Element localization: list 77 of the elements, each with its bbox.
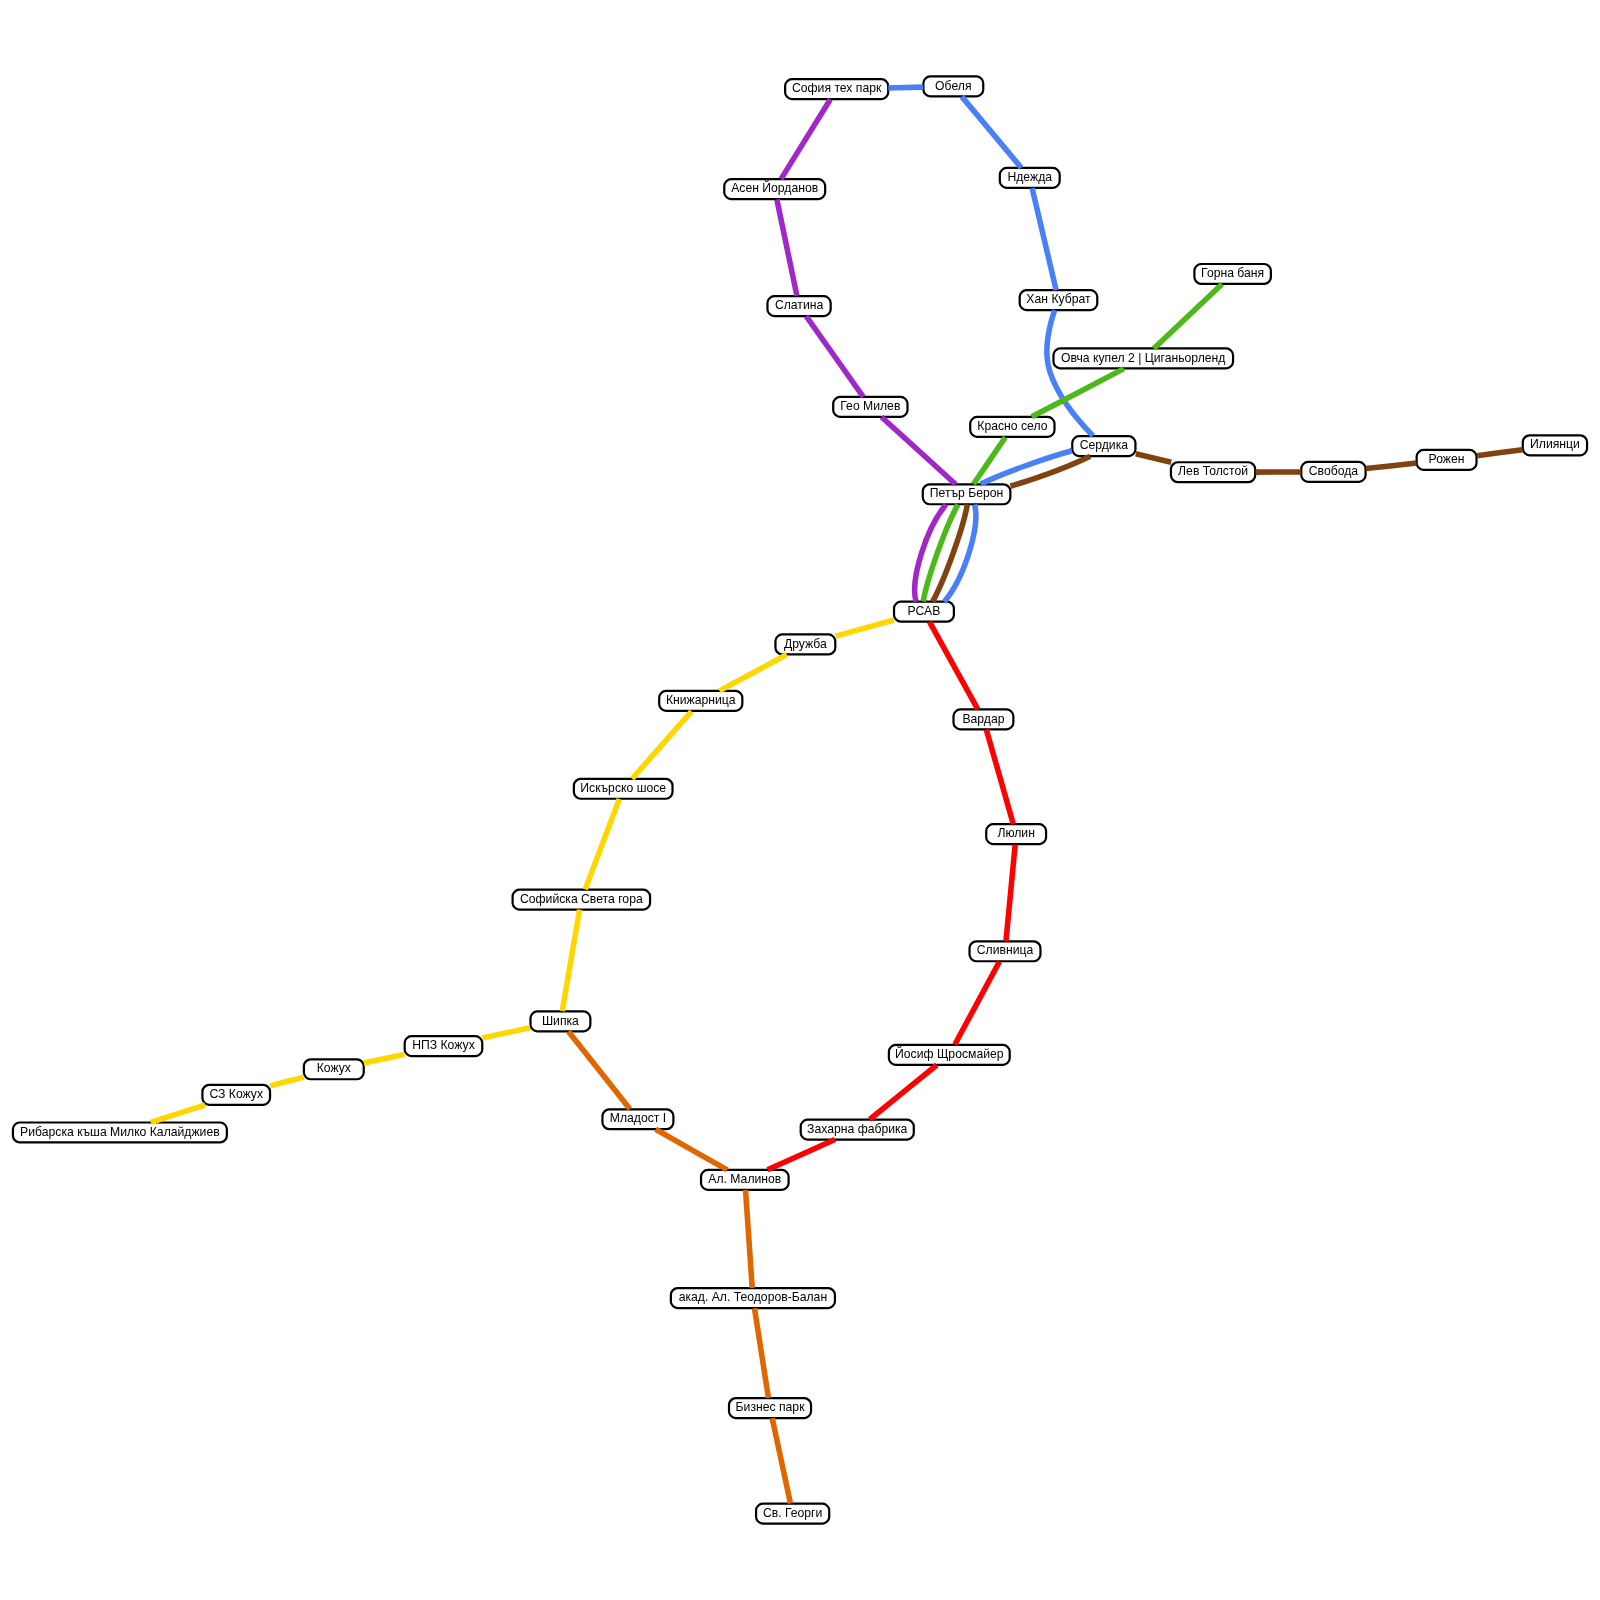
connector (979, 448, 1073, 487)
node-box: София тех парк (784, 78, 890, 101)
node-box: Книжарница (658, 689, 744, 712)
connector (766, 1137, 837, 1173)
connector (930, 503, 971, 603)
connector (1029, 187, 1059, 291)
node-box: СЗ Кожух (201, 1083, 272, 1106)
connector (1365, 460, 1417, 472)
node-box: Гео Милев (832, 395, 909, 418)
node-box: Илиянци (1521, 434, 1589, 457)
node-box: Слатина (766, 295, 832, 318)
node-box: Ал. Малинов (699, 1168, 790, 1191)
connector (751, 1307, 772, 1399)
connector (774, 198, 800, 297)
connector (1003, 844, 1018, 942)
connector (803, 314, 866, 399)
connector (1030, 366, 1126, 420)
connector (1009, 453, 1092, 489)
connector (654, 1126, 729, 1173)
node-box: Рожен (1415, 448, 1478, 471)
connector (867, 1062, 939, 1122)
connector (879, 415, 958, 487)
connector (942, 503, 979, 604)
connector (834, 617, 895, 639)
node-box: Люлин (985, 823, 1048, 846)
node-box: Сливница (968, 940, 1042, 963)
connector (927, 620, 981, 711)
node-box: Искърско шосе (572, 777, 674, 800)
node-box: Ндежда (998, 166, 1061, 189)
connector (912, 502, 949, 603)
connector (269, 1074, 305, 1089)
connector (149, 1102, 207, 1126)
connector (1255, 469, 1302, 475)
node-box: Св. Георги (754, 1502, 831, 1525)
connector (1476, 446, 1523, 459)
node-box: Хан Кубрат (1018, 289, 1099, 312)
node-box: Сердика (1071, 435, 1137, 458)
connector (630, 709, 694, 781)
connector (718, 652, 789, 694)
connector (1044, 309, 1095, 438)
connector (959, 94, 1024, 170)
connector (582, 798, 622, 891)
connector (1151, 281, 1224, 351)
node-box: Младост I (601, 1108, 675, 1131)
node-box: Овча купел 2 | Циганьорленд (1052, 347, 1235, 370)
connector (971, 435, 1008, 486)
connector (952, 960, 1002, 1046)
node-box: Софийска Света гора (511, 888, 652, 911)
node-box: Горна баня (1193, 262, 1272, 286)
connector (983, 728, 1016, 825)
node-box: Бизнес парк (727, 1396, 813, 1420)
node-box: Дружба (774, 633, 837, 656)
connector (1135, 451, 1172, 465)
node-box: Обеля (922, 75, 985, 98)
node-box: Асен Йорданов (723, 178, 827, 201)
node-box: РСАВ (892, 600, 955, 623)
node-box: Красно село (969, 415, 1056, 438)
node-box: Лев Толстой (1169, 461, 1257, 484)
node-box: Шипка (529, 1010, 592, 1033)
connector (888, 84, 924, 91)
connector (363, 1051, 406, 1066)
node-box: Кожух (302, 1058, 365, 1081)
connector (481, 1025, 531, 1041)
node-box: Свобода (1300, 460, 1367, 483)
node-box: НПЗ Кожух (403, 1035, 484, 1058)
node-box: Захарна фабрика (799, 1118, 915, 1141)
connector (920, 503, 961, 602)
connector (769, 1417, 794, 1504)
node-box: Петър Берон (921, 483, 1012, 506)
node-box: акад. Ал. Теодоров-Балан (669, 1286, 837, 1310)
node-box: Рибарска къша Милко Калайджиев (11, 1121, 228, 1144)
connector (559, 909, 583, 1012)
connector (778, 97, 833, 181)
node-box: Вардар (952, 708, 1015, 731)
connector (742, 1189, 755, 1289)
connector (566, 1029, 633, 1111)
node-box: Йосиф Щросмайер (887, 1043, 1011, 1066)
